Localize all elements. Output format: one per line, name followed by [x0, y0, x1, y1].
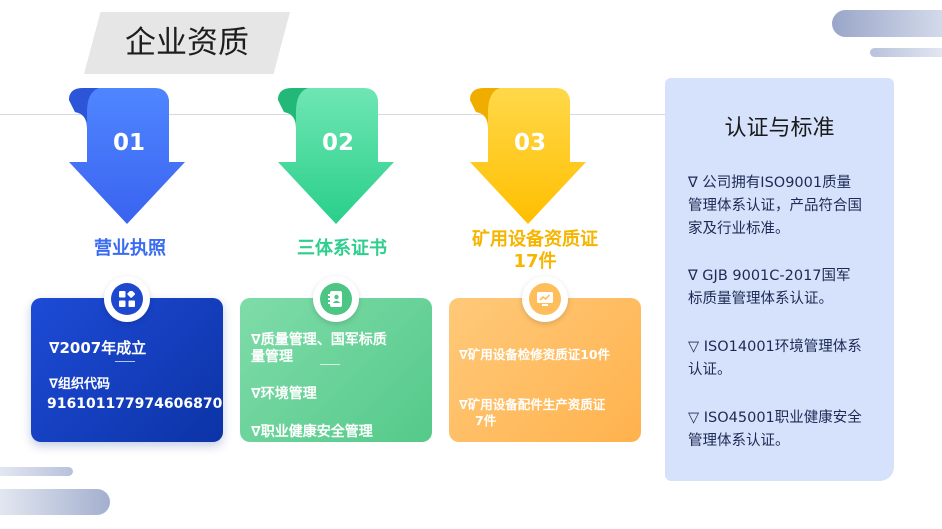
title-background	[84, 12, 290, 74]
certification-text: ▽ ISO14001环境管理体系	[688, 339, 862, 355]
card-icon-badge	[104, 276, 150, 322]
card-text: 7件	[475, 413, 497, 428]
decorative-bar	[870, 48, 942, 57]
certification-text: ▽ ISO45001职业健康安全	[688, 410, 862, 426]
card-text: ∇职业健康安全管理	[251, 424, 373, 440]
card-text: ∇组织代码	[49, 377, 111, 392]
card-text: ∇环境管理	[251, 386, 317, 402]
step-arrow-02: 02	[278, 88, 398, 228]
certification-item: ▽ ISO45001职业健康安全 管理体系认证。	[688, 407, 884, 453]
grid-apps-icon	[119, 291, 135, 307]
three-systems-card: ∇质量管理、国军标质 量管理 ∇环境管理 ∇职业健康安全管理	[240, 298, 432, 442]
business-license-card: ∇2007年成立 ∇组织代码 916101177974606870	[31, 298, 223, 442]
card-text: ∇矿用设备检修资质证10件	[459, 347, 611, 362]
monitor-chart-icon	[537, 292, 553, 306]
card-divider	[320, 364, 340, 365]
card-text: ∇质量管理、国军标质	[251, 332, 387, 348]
certification-text: 家及行业标准。	[688, 221, 790, 237]
decorative-bar	[0, 489, 110, 515]
step-number: 03	[513, 130, 546, 156]
down-arrow-icon	[278, 88, 394, 224]
down-arrow-icon	[470, 88, 586, 224]
decorative-bar	[832, 10, 942, 37]
certification-text: ∇ 公司拥有ISO9001质量	[688, 175, 852, 191]
certification-text: 管理体系认证，产品符合国	[688, 198, 862, 214]
step-number: 01	[112, 130, 145, 156]
step-number: 02	[321, 130, 354, 156]
step-label-three-systems: 三体系证书	[297, 238, 387, 259]
card-icon-badge	[313, 276, 359, 322]
certifications-panel: 认证与标准 ∇ 公司拥有ISO9001质量 管理体系认证，产品符合国 家及行业标…	[665, 78, 894, 481]
card-icon-badge	[522, 276, 568, 322]
card-text: 量管理	[251, 349, 293, 365]
step-arrow-01: 01	[69, 88, 189, 228]
certification-item: ∇ GJB 9001C-2017国军 标质量管理体系认证。	[688, 265, 884, 311]
certification-text: 标质量管理体系认证。	[688, 291, 833, 307]
step-label-line: 矿用设备资质证	[472, 229, 598, 250]
card-text: 916101177974606870	[47, 396, 223, 412]
certification-text: 管理体系认证。	[688, 433, 790, 449]
contact-book-icon	[328, 291, 342, 307]
card-text: ∇矿用设备配件生产资质证	[459, 397, 606, 412]
down-arrow-icon	[69, 88, 185, 224]
card-divider	[115, 361, 135, 362]
certification-text: 认证。	[688, 362, 732, 378]
mining-certificates-card: ∇矿用设备检修资质证10件 ∇矿用设备配件生产资质证 7件	[449, 298, 641, 442]
decorative-bar	[0, 467, 73, 476]
panel-title: 认证与标准	[724, 116, 835, 141]
step-label-line: 17件	[513, 251, 557, 272]
certification-item: ▽ ISO14001环境管理体系 认证。	[688, 336, 884, 382]
certification-item: ∇ 公司拥有ISO9001质量 管理体系认证，产品符合国 家及行业标准。	[688, 172, 884, 241]
step-label-business-license: 营业执照	[94, 238, 166, 259]
card-text: ∇2007年成立	[49, 339, 147, 357]
page-title: 企业资质	[125, 25, 249, 61]
certification-text: ∇ GJB 9001C-2017国军	[688, 268, 851, 284]
step-label-mining-certs: 矿用设备资质证 17件	[455, 229, 615, 273]
step-arrow-03: 03	[470, 88, 590, 228]
